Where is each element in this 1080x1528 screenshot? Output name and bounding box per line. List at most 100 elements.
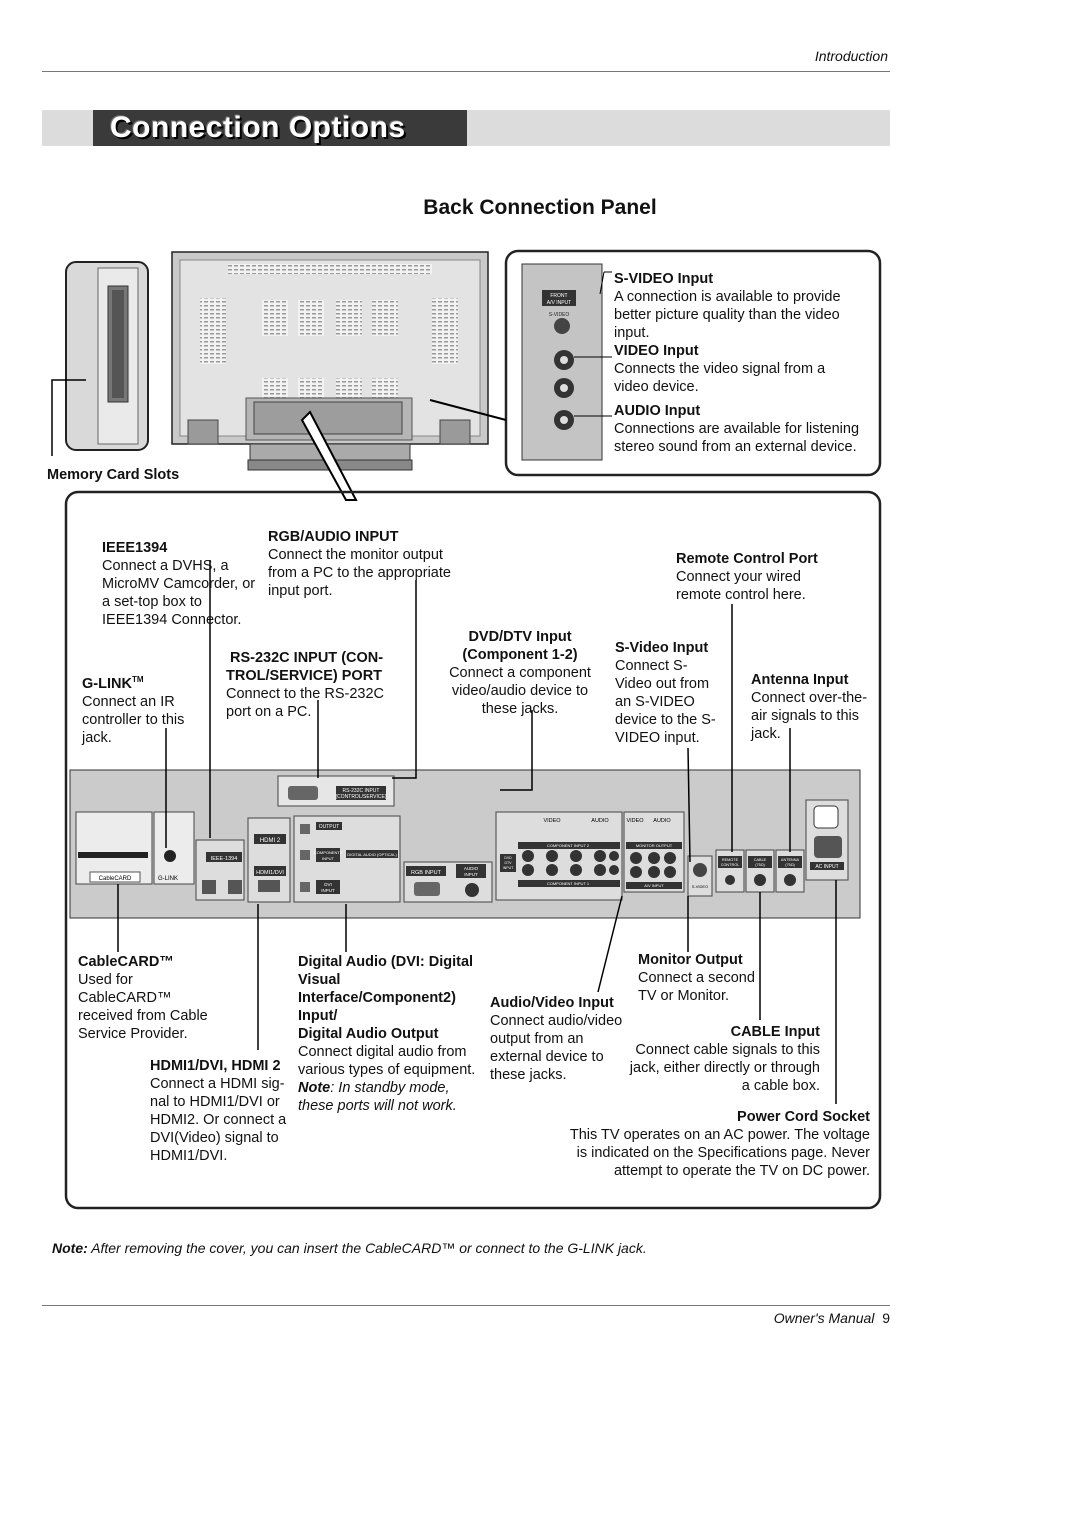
- hdmi-title: HDMI1/DVI, HDMI 2: [150, 1058, 281, 1074]
- audio-input-line: stereo sound from an external device.: [614, 439, 857, 455]
- antenna-input-line: jack.: [751, 726, 781, 742]
- cablecard-line: CableCARD™: [78, 990, 172, 1006]
- video-input-line: Connects the video signal from a: [614, 361, 826, 377]
- svg-text:INPUT: INPUT: [322, 856, 335, 861]
- rgb-audio-input-line: input port.: [268, 583, 333, 599]
- footer-manual: Owner's Manual: [773, 1310, 875, 1326]
- antenna-input-line: Connect over-the-: [751, 690, 868, 706]
- svg-text:COMPONENT INPUT 2: COMPONENT INPUT 2: [547, 843, 590, 848]
- rear-terminal-panel: CableCARD G-LINK IEEE-1394 HDMI 2 HDMI1/…: [69, 769, 861, 919]
- svg-text:AUDIO: AUDIO: [591, 818, 609, 824]
- cablecard-callout: CableCARD™ Used for CableCARD™ received …: [78, 953, 208, 1043]
- rs232c-line: port on a PC.: [226, 704, 312, 720]
- digital-audio-title: Input/: [298, 1008, 338, 1024]
- page-number: 9: [882, 1310, 890, 1326]
- section-header: Introduction: [814, 48, 888, 64]
- svideo-small-line: device to the S-: [615, 712, 716, 728]
- memory-card-panel: [51, 261, 149, 456]
- footer: Owner's Manual 9: [774, 1310, 890, 1326]
- svg-text:COMPONENT INPUT 1: COMPONENT INPUT 1: [547, 881, 590, 886]
- svideo-small-line: VIDEO input.: [615, 730, 700, 746]
- antenna-input-callout: Antenna Input Connect over-the- air sign…: [751, 671, 867, 743]
- svg-text:OUTPUT: OUTPUT: [319, 824, 340, 830]
- audio-input-callout: AUDIO Input Connections are available fo…: [614, 402, 859, 456]
- svg-text:DIGITAL AUDIO (OPTICAL): DIGITAL AUDIO (OPTICAL): [347, 852, 397, 857]
- power-cord-callout: Power Cord Socket This TV operates on an…: [570, 1108, 870, 1180]
- cablecard-line: Service Provider.: [78, 1026, 188, 1042]
- rs232c-line: Connect to the RS-232C: [226, 686, 384, 702]
- dvd-dtv-input-line: video/audio device to: [451, 683, 589, 699]
- svg-text:VIDEO: VIDEO: [626, 818, 644, 824]
- svg-text:G-LINK: G-LINK: [158, 876, 178, 882]
- cable-input-line: a cable box.: [741, 1078, 820, 1094]
- svg-text:DVI: DVI: [324, 882, 332, 887]
- tv-back-illustration: [171, 251, 489, 471]
- svideo-input-line: A connection is available to provide: [614, 289, 841, 305]
- svg-text:CABLE: CABLE: [754, 858, 767, 862]
- cablecard-line: received from Cable: [78, 1008, 208, 1024]
- digital-audio-line: various types of equipment.: [298, 1062, 476, 1078]
- svg-text:A/V INPUT: A/V INPUT: [547, 300, 571, 306]
- ieee1394-title: IEEE1394: [102, 540, 168, 556]
- svg-text:DVD: DVD: [504, 856, 512, 860]
- ieee1394-line: IEEE1394 Connector.: [102, 612, 242, 628]
- digital-audio-note: Note: In standby mode,: [298, 1080, 450, 1096]
- svg-text:(75Ω): (75Ω): [755, 863, 765, 867]
- cablecard-title: CableCARD™: [78, 954, 174, 970]
- digital-audio-line: Connect digital audio from: [298, 1044, 467, 1060]
- svg-text:FRONT: FRONT: [550, 293, 567, 299]
- header-rule: [42, 71, 890, 72]
- audio-video-input-line: output from an: [490, 1031, 584, 1047]
- monitor-output-line: TV or Monitor.: [638, 988, 730, 1004]
- hdmi-line: nal to HDMI1/DVI or: [150, 1094, 280, 1110]
- svg-text:CONTROL: CONTROL: [721, 863, 740, 867]
- video-input-callout: VIDEO Input Connects the video signal fr…: [614, 342, 825, 396]
- rgb-audio-input-callout: RGB/AUDIO INPUT Connect the monitor outp…: [268, 528, 451, 600]
- hdmi-line: HDMI1/DVI.: [150, 1148, 228, 1164]
- power-cord-line: attempt to operate the TV on DC power.: [613, 1163, 870, 1179]
- cable-input-line: Connect cable signals to this: [635, 1042, 820, 1058]
- svg-text:AUDIO: AUDIO: [464, 866, 479, 871]
- audio-video-input-line: external device to: [490, 1049, 604, 1065]
- page-subtitle: Back Connection Panel: [423, 196, 657, 219]
- svg-text:AUDIO: AUDIO: [653, 818, 671, 824]
- svg-text:REMOTE: REMOTE: [722, 858, 739, 862]
- remote-control-port-title: Remote Control Port: [676, 551, 818, 567]
- glink-line: controller to this: [82, 711, 185, 728]
- dvd-dtv-input-subtitle: (Component 1-2): [462, 647, 578, 663]
- dvd-dtv-input-line: Connect a component: [449, 665, 591, 681]
- glink-callout: G-LINKTM Connect an IR controller to thi…: [82, 671, 184, 747]
- rgb-audio-input-line: from a PC to the appropriate: [268, 565, 451, 581]
- svg-text:DTV: DTV: [505, 861, 513, 865]
- ieee1394-line: a set-top box to: [102, 594, 202, 610]
- svideo-input-callout: S-VIDEO Input A connection is available …: [614, 270, 841, 342]
- audio-video-input-line: these jacks.: [490, 1067, 567, 1083]
- svg-text:INPUT: INPUT: [503, 866, 514, 870]
- svideo-small-line: an S-VIDEO: [615, 694, 695, 710]
- svideo-small-line: Video out from: [615, 676, 710, 692]
- ieee1394-line: Connect a DVHS, a: [102, 558, 229, 574]
- antenna-input-line: air signals to this: [751, 708, 859, 724]
- svg-text:(CONTROL/SERVICE): (CONTROL/SERVICE): [335, 794, 386, 800]
- cable-input-title: CABLE Input: [730, 1024, 820, 1040]
- svideo-input-line: better picture quality than the video: [614, 307, 840, 323]
- monitor-output-line: Connect a second: [638, 970, 755, 986]
- rs232c-callout: RS-232C INPUT (CON- TROL/SERVICE) PORT C…: [226, 649, 384, 721]
- rs232c-title: TROL/SERVICE) PORT: [226, 668, 383, 684]
- glink-line: Connect an IR: [82, 693, 175, 710]
- digital-audio-title: Digital Audio (DVI: Digital: [298, 954, 474, 970]
- digital-audio-callout: Digital Audio (DVI: Digital Visual Inter…: [298, 953, 475, 1115]
- leader-lines: [117, 560, 837, 1104]
- svg-text:INPUT: INPUT: [321, 888, 335, 893]
- svg-text:ANTENNA: ANTENNA: [781, 858, 800, 862]
- monitor-output-callout: Monitor Output Connect a second TV or Mo…: [638, 951, 755, 1005]
- svg-text:IEEE-1394: IEEE-1394: [211, 856, 238, 862]
- cable-input-line: jack, either directly or through: [629, 1060, 820, 1076]
- dvd-dtv-input-callout: DVD/DTV Input (Component 1-2) Connect a …: [430, 628, 610, 718]
- svideo-small-title: S-Video Input: [615, 640, 709, 656]
- hdmi-line: DVI(Video) signal to: [150, 1130, 279, 1146]
- digital-audio-title: Digital Audio Output: [298, 1026, 439, 1042]
- digital-audio-title: Interface/Component2): [298, 990, 456, 1006]
- rgb-audio-input-line: Connect the monitor output: [268, 547, 443, 563]
